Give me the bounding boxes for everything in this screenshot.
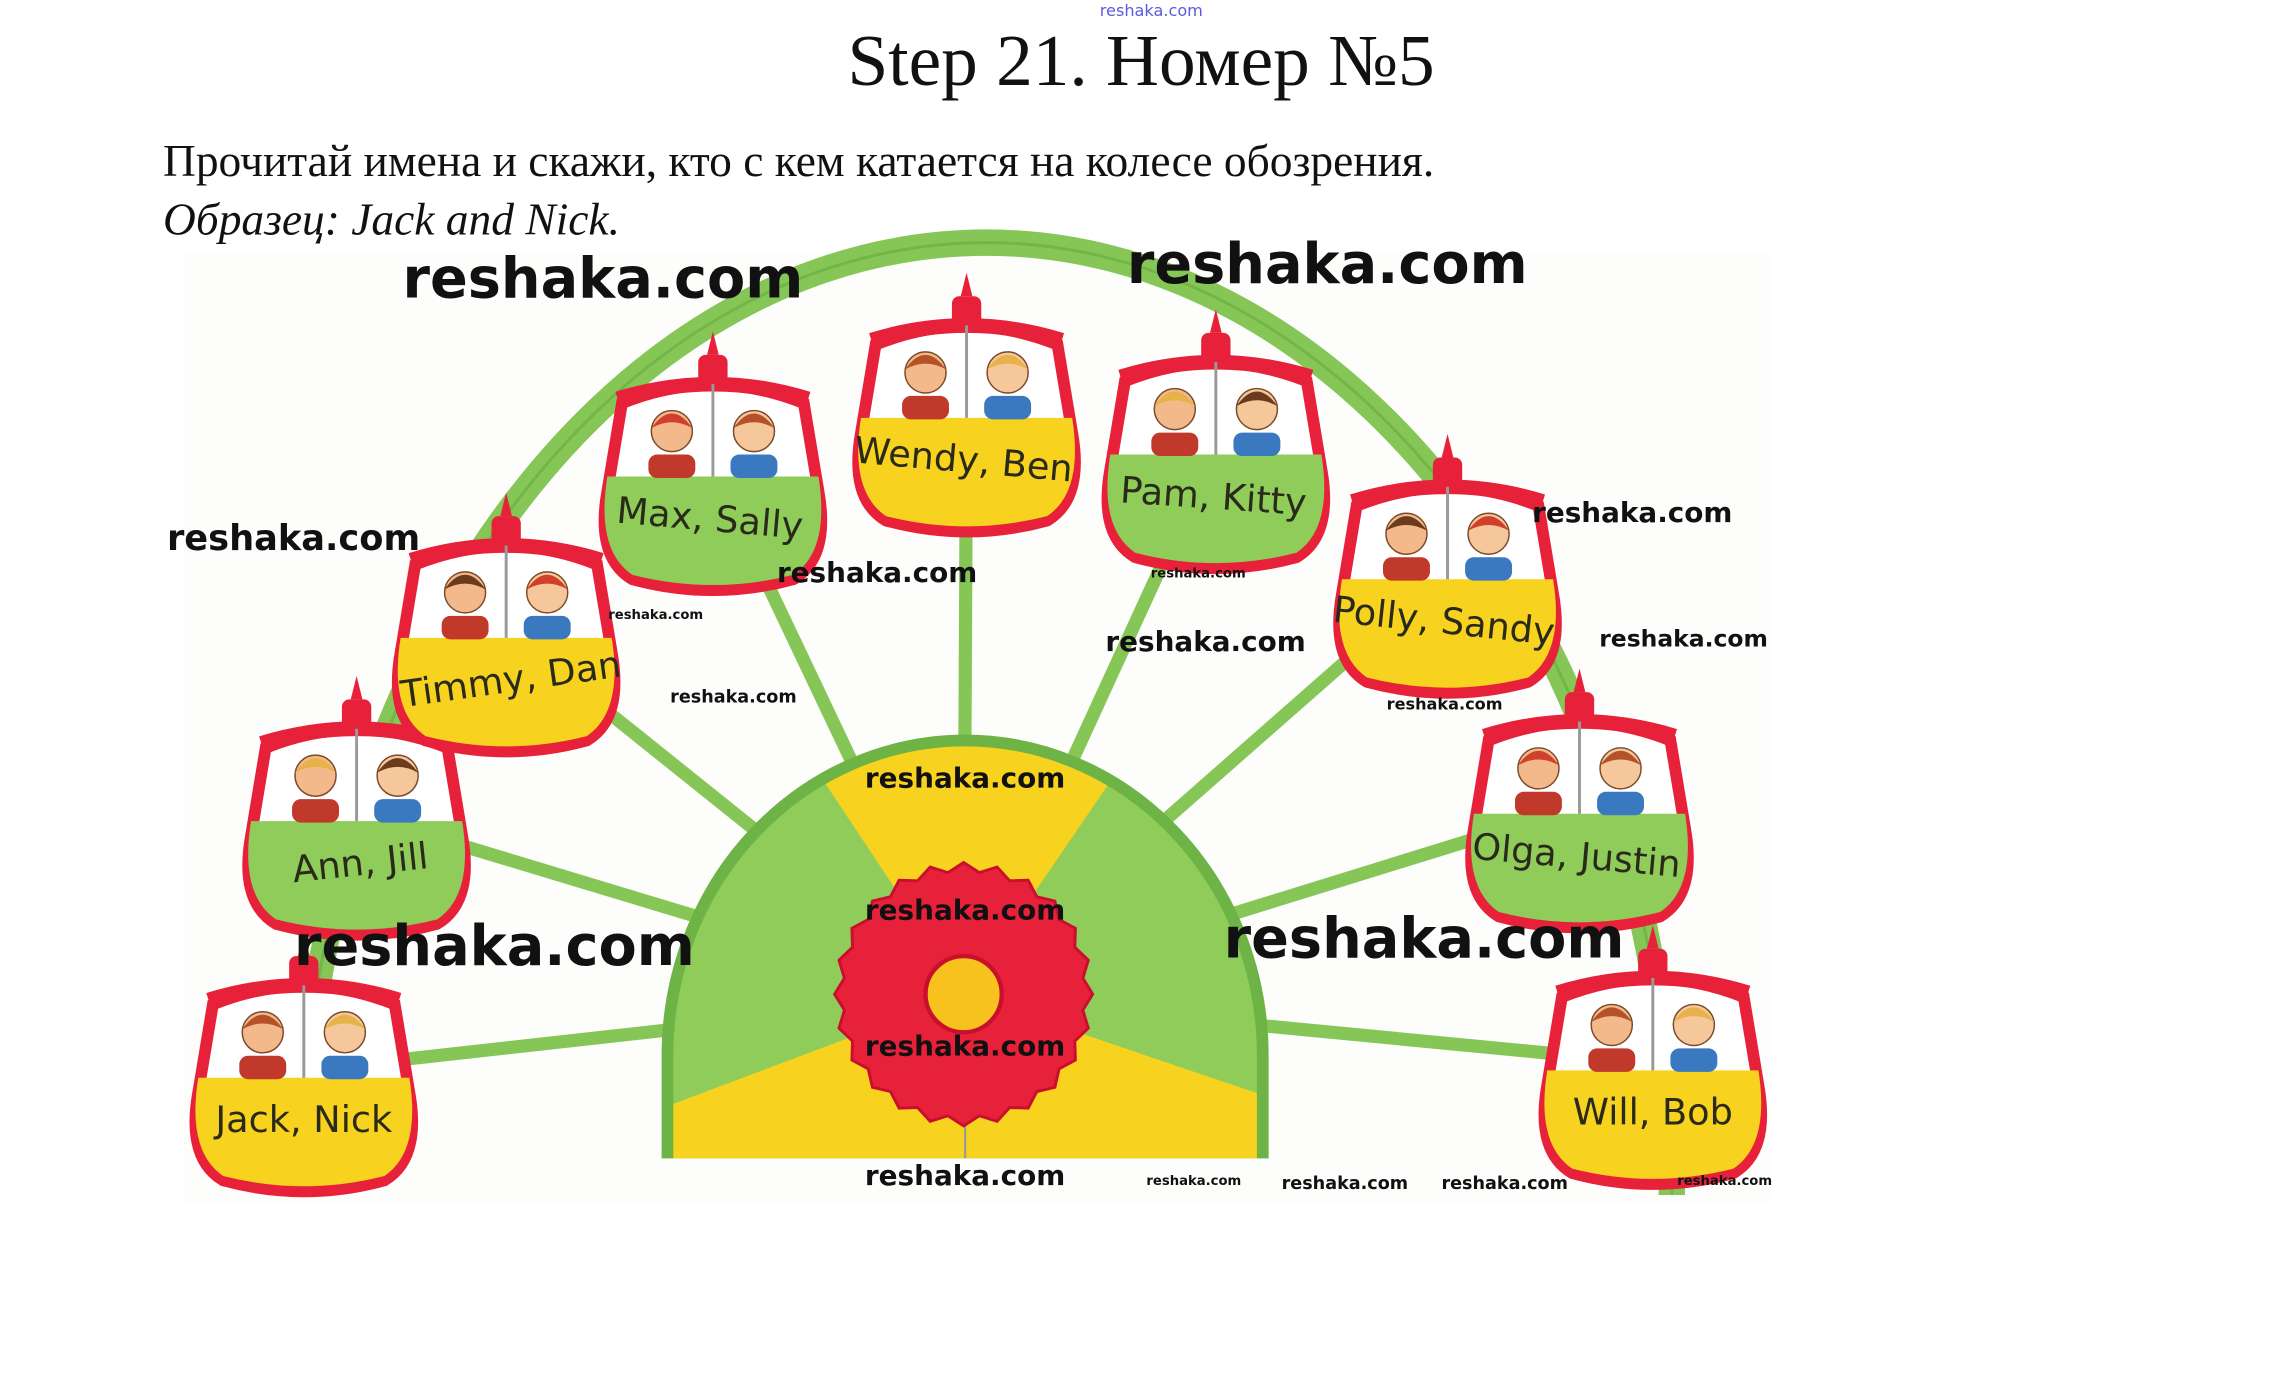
watermark: reshaka.com [294,914,695,979]
passenger-body [239,1055,287,1080]
gondola: Pam, Kitty [1101,309,1331,574]
passenger-hair [242,1014,284,1030]
passenger-hair [1236,391,1278,407]
gondola-label: Will, Bob [1573,1091,1733,1134]
passenger-body [1670,1048,1718,1072]
passenger-body [441,615,489,640]
watermark: reshaka.com [1677,1174,1772,1189]
watermark: reshaka.com [608,608,703,623]
gondola: Max, Sally [598,331,828,596]
gondola-spire [1573,668,1586,693]
gondola-panel [1544,1070,1762,1179]
passenger-body [1383,557,1430,581]
gondola-spire [707,331,719,355]
gondola: Olga, Justin [1465,668,1694,934]
watermark: reshaka.com [1146,1174,1241,1189]
top-watermark: reshaka.com [1100,1,1203,20]
watermarks: reshaka.com reshaka.com reshaka.com reshaka… [167,232,1772,1194]
passenger-body [902,395,949,420]
watermark: reshaka.com [1105,625,1305,658]
watermark: reshaka.com [1224,907,1625,972]
watermark: reshaka.com [865,1030,1065,1063]
watermark: reshaka.com [1441,1174,1567,1194]
passenger-hair [987,354,1029,370]
passenger-hair [1591,1007,1633,1023]
passenger-body [1597,791,1645,816]
watermark: reshaka.com [865,761,1065,794]
gondola-spire [1209,309,1222,333]
passenger-hair [1385,516,1427,531]
passenger-body [374,799,422,823]
watermark: reshaka.com [1282,1174,1408,1194]
gondola-panel [604,476,822,586]
passenger-body [1514,791,1562,816]
page-title: Step 21. Номер №5 [847,20,1434,101]
passenger-hair [526,574,568,590]
passenger-body [1588,1048,1636,1072]
watermark: reshaka.com [403,247,804,312]
passenger-hair [1468,516,1510,531]
watermark: reshaka.com [1127,232,1528,297]
passenger-hair [1154,391,1196,407]
gondola-panel [1471,813,1688,923]
watermark: reshaka.com [1151,567,1246,582]
watermark: reshaka.com [865,1159,1065,1192]
gondola-panel [858,417,1075,527]
gondola: Will, Bob [1538,925,1768,1190]
watermark: reshaka.com [670,687,796,707]
passenger-body [984,395,1032,420]
passenger-body [1465,557,1513,581]
passenger-hair [444,574,486,590]
gondola-panel [1339,579,1556,688]
passenger-hair [1600,750,1642,766]
task-example: Образец: Jack and Nick. [163,194,620,245]
gondola: Timmy, Dan [391,492,624,758]
gondola-spire [960,272,973,297]
gondola: Polly, Sandy [1331,434,1562,699]
passenger-hair [377,758,419,773]
passenger-body [292,799,339,823]
passenger-body [648,454,696,479]
gondola-spire [500,492,513,517]
watermark: reshaka.com [865,893,1065,926]
passenger-body [1151,432,1199,457]
watermark: reshaka.com [167,518,420,559]
passenger-hair [1673,1007,1715,1023]
gondola-label: Jack, Nick [213,1098,393,1141]
watermark: reshaka.com [1599,625,1768,653]
gondola-spire [350,675,363,700]
watermark: reshaka.com [777,556,977,589]
passenger-hair [651,413,693,429]
passenger-body [730,454,778,479]
gondola-spire [1441,434,1454,458]
passenger-hair [904,354,947,370]
watermark: reshaka.com [1532,496,1732,529]
gondola-spire [297,932,310,957]
gondola: Jack, Nick [189,932,419,1198]
passenger-hair [295,758,337,773]
passenger-body [1233,432,1281,457]
passenger-hair [324,1014,366,1030]
gondola-panel [397,637,615,747]
passenger-body [321,1055,369,1080]
gondola-panel [248,821,466,930]
gondola: Ann, Jill [242,675,471,941]
passenger-hair [1517,750,1559,766]
gondola: Wendy, Ben [852,272,1081,538]
passenger-hair [733,413,775,429]
gondola-panel [1107,454,1325,564]
gondola-panel [195,1077,413,1187]
watermark: reshaka.com [1387,695,1503,714]
task-instruction: Прочитай имена и скажи, кто с кем катает… [163,135,1434,186]
gondola-spire [1646,925,1659,949]
hub-center [923,953,1004,1035]
passenger-body [523,615,571,640]
